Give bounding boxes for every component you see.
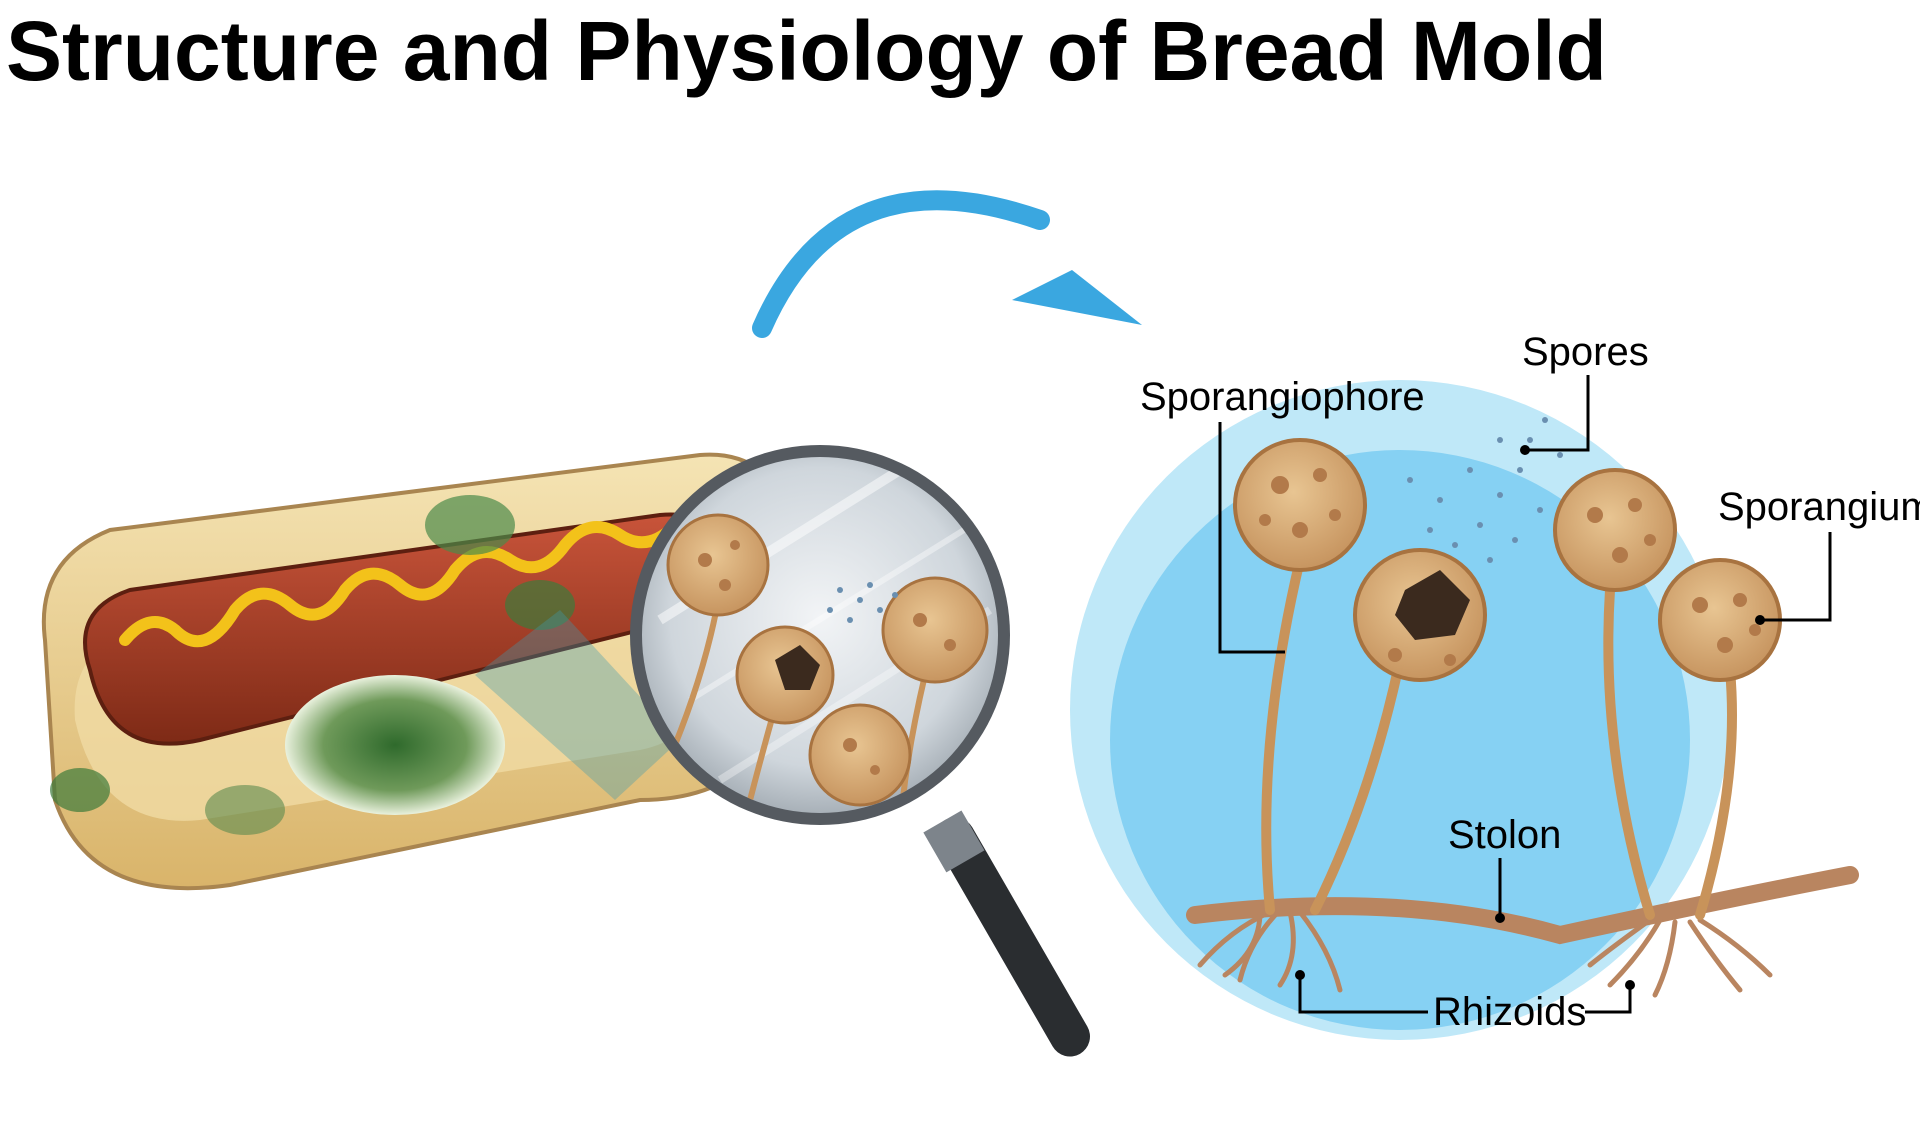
sporangium-2-burst	[1353, 548, 1487, 682]
label-spores: Spores	[1522, 330, 1649, 374]
label-sporangiophore-group: Sporangiophore	[1140, 375, 1425, 654]
diagram-title: Structure and Physiology of Bread Mold	[6, 4, 1607, 98]
sporangium-3	[1553, 468, 1677, 592]
label-stolon: Stolon	[1448, 813, 1561, 857]
label-spores-group: Spores	[1520, 330, 1649, 455]
sporangiophore-2	[1310, 655, 1405, 915]
sporangiophore-1	[1261, 555, 1305, 915]
magnifying-glass-icon	[630, 445, 1090, 1057]
magnified-view	[1070, 380, 1859, 1040]
label-sporangium-group: Sporangium	[1718, 485, 1920, 625]
label-sporangium: Sporangium	[1718, 485, 1920, 529]
spore-cloud	[1407, 417, 1563, 563]
sporangiophore-4	[1695, 665, 1737, 920]
label-rhizoids: Rhizoids	[1433, 990, 1586, 1034]
sporangiophore-3	[1603, 585, 1655, 920]
label-rhizoids-group: Rhizoids	[1295, 970, 1635, 1034]
moldy-hotdog	[41, 452, 798, 891]
label-sporangiophore: Sporangiophore	[1140, 375, 1425, 419]
sporangium-1	[1233, 438, 1367, 572]
rhizoids-left	[1197, 907, 1343, 993]
curved-arrow-icon	[752, 190, 1142, 338]
rhizoids-right	[1587, 917, 1773, 998]
label-stolon-group: Stolon	[1448, 813, 1561, 923]
